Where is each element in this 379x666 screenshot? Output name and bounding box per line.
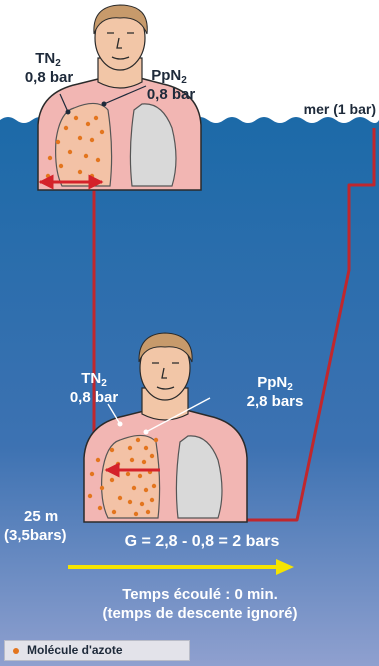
surface-ppn2-label: PpN2 bbox=[140, 67, 198, 85]
depth-tn2-value: 0,8 bar bbox=[61, 389, 127, 407]
depth-meters-label: 25 m bbox=[24, 508, 74, 526]
legend-label: Molécule d'azote bbox=[27, 641, 123, 660]
sea-surface-label: mer (1 bar) bbox=[284, 100, 376, 118]
elapsed-time-line2: (temps de descente ignoré) bbox=[80, 605, 320, 623]
water-body bbox=[0, 117, 379, 666]
surface-ppn2-sub: 2 bbox=[181, 75, 187, 86]
depth-ppn2-value: 2,8 bars bbox=[240, 393, 310, 411]
depth-tn2-sub: 2 bbox=[101, 378, 107, 389]
elapsed-time-line1: Temps écoulé : 0 min. bbox=[90, 586, 310, 604]
legend-box: Molécule d'azote bbox=[4, 640, 190, 661]
depth-ppn2-sub: 2 bbox=[287, 382, 293, 393]
gradient-formula: G = 2,8 - 0,8 = 2 bars bbox=[92, 533, 312, 551]
depth-ppn2-text: PpN bbox=[257, 374, 287, 391]
surface-tn2-label: TN2 bbox=[26, 50, 70, 68]
surface-ppn2-value: 0,8 bar bbox=[138, 86, 204, 104]
depth-pressure-label: (3,5bars) bbox=[4, 527, 88, 545]
depth-tn2-text: TN bbox=[81, 370, 101, 387]
surface-tn2-text: TN bbox=[35, 50, 55, 67]
surface-tn2-sub: 2 bbox=[55, 58, 61, 69]
molecule-dot-icon bbox=[13, 648, 19, 654]
depth-tn2-label: TN2 bbox=[72, 370, 116, 388]
surface-left-lung bbox=[56, 103, 112, 186]
surface-tn2-value: 0,8 bar bbox=[16, 69, 82, 87]
depth-ppn2-label: PpN2 bbox=[246, 374, 304, 392]
surface-ppn2-text: PpN bbox=[151, 67, 181, 84]
